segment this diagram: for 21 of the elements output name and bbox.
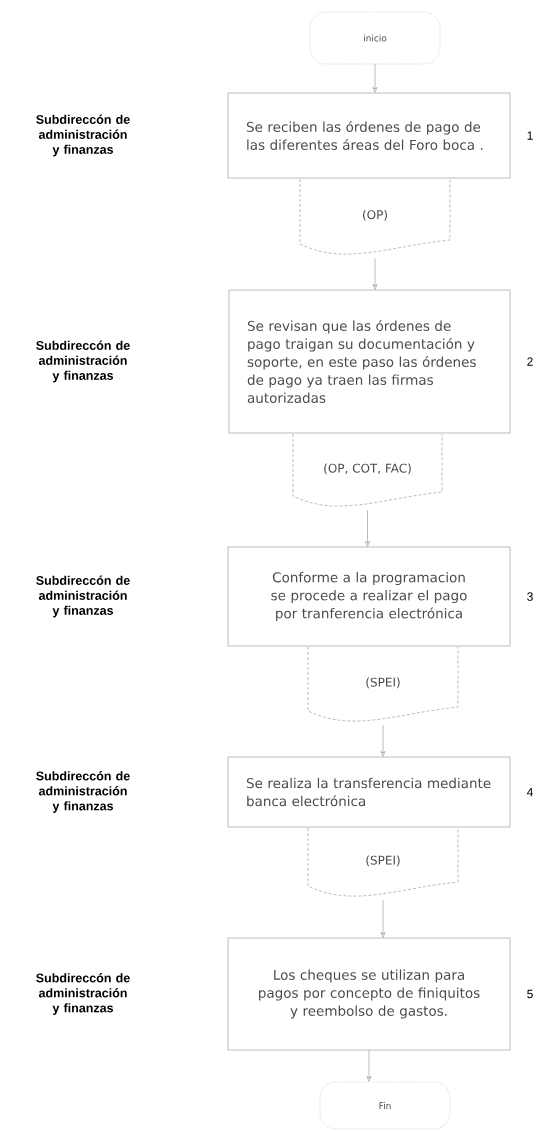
process-box: Se realiza la transferencia mediante banca electrónica <box>227 756 511 828</box>
lane-label: Subdireccón de administración y finanzas <box>36 114 130 157</box>
step-number: 4 <box>526 787 533 797</box>
arrow <box>366 1050 372 1082</box>
process-box: Los cheques se utilizan para pagos por concepto de finiquitos y reembolso de gastos. <box>227 937 511 1051</box>
lane-label: Subdireccón de administración y finanzas <box>36 575 130 618</box>
step-number: 5 <box>527 989 533 999</box>
arrow <box>372 258 378 290</box>
process-box: Conforme a la programacion se procede a realizar el pago por tranferencia electrónica <box>227 546 511 647</box>
lane-label: Subdireccón de administración y finanzas <box>36 340 130 383</box>
arrow <box>365 510 370 547</box>
arrow <box>380 900 386 938</box>
step-number: 3 <box>527 592 533 601</box>
step-number: 2 <box>527 357 533 366</box>
process-box: Se reciben las órdenes de pago de las diferentes áreas del Foro boca . <box>227 92 511 179</box>
arrow <box>372 64 378 93</box>
arrow <box>380 725 386 757</box>
lane-label: Subdireccón de administración y finanzas <box>36 771 130 813</box>
process-box: Se revisan que las órdenes de pago traigan su documentación y soporte, en este paso las órdenes de pago ya traen las firmas autorizadas <box>228 289 511 434</box>
lane-label: Subdireccón de administración y finanzas <box>36 973 130 1015</box>
step-number: 1 <box>527 131 533 140</box>
